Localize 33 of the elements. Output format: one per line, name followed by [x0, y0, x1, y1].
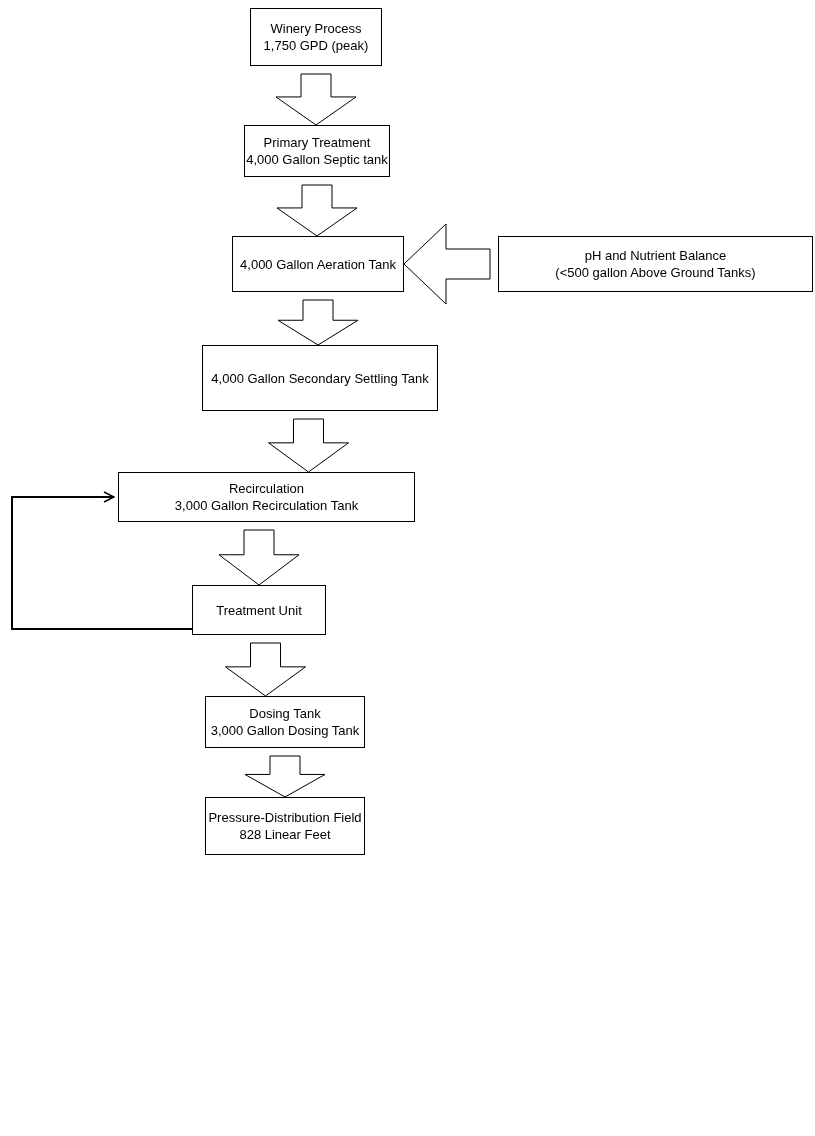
box-text: Recirculation [228, 480, 305, 497]
box-text: 4,000 Gallon Aeration Tank [240, 255, 396, 273]
process-box [498, 236, 813, 292]
box-text: pH and Nutrient Balance [584, 247, 727, 264]
block-arrow [225, 642, 306, 697]
box-text: 3,000 Gallon Recirculation Tank [174, 497, 359, 514]
process-box [244, 125, 390, 177]
box-text: 1,750 GPD (peak) [263, 37, 369, 54]
process-box [192, 585, 326, 635]
block-arrow [244, 755, 326, 798]
process-box [118, 472, 415, 522]
box-text: Treatment Unit [216, 601, 302, 619]
process-box [202, 345, 438, 411]
process-box [205, 696, 365, 748]
block-arrow [218, 529, 300, 586]
box-text: (<500 gallon Above Ground Tanks) [555, 264, 756, 281]
box-text: 4,000 Gallon Secondary Settling Tank [211, 369, 429, 387]
box-text: Primary Treatment [263, 134, 371, 151]
process-box [205, 797, 365, 855]
box-text: 828 Linear Feet [239, 826, 331, 843]
block-arrow [277, 299, 359, 346]
return-arrow [11, 491, 193, 630]
block-arrow [275, 73, 357, 126]
block-arrow [268, 418, 349, 473]
box-text: 4,000 Gallon Septic tank [246, 151, 388, 168]
box-text: 3,000 Gallon Dosing Tank [210, 722, 360, 739]
process-box [250, 8, 382, 66]
block-arrow [276, 184, 358, 237]
box-text: Pressure-Distribution Field [208, 809, 362, 826]
box-text: Dosing Tank [249, 705, 321, 722]
box-text: Winery Process [270, 20, 362, 37]
process-box [232, 236, 404, 292]
block-arrow [403, 223, 491, 305]
